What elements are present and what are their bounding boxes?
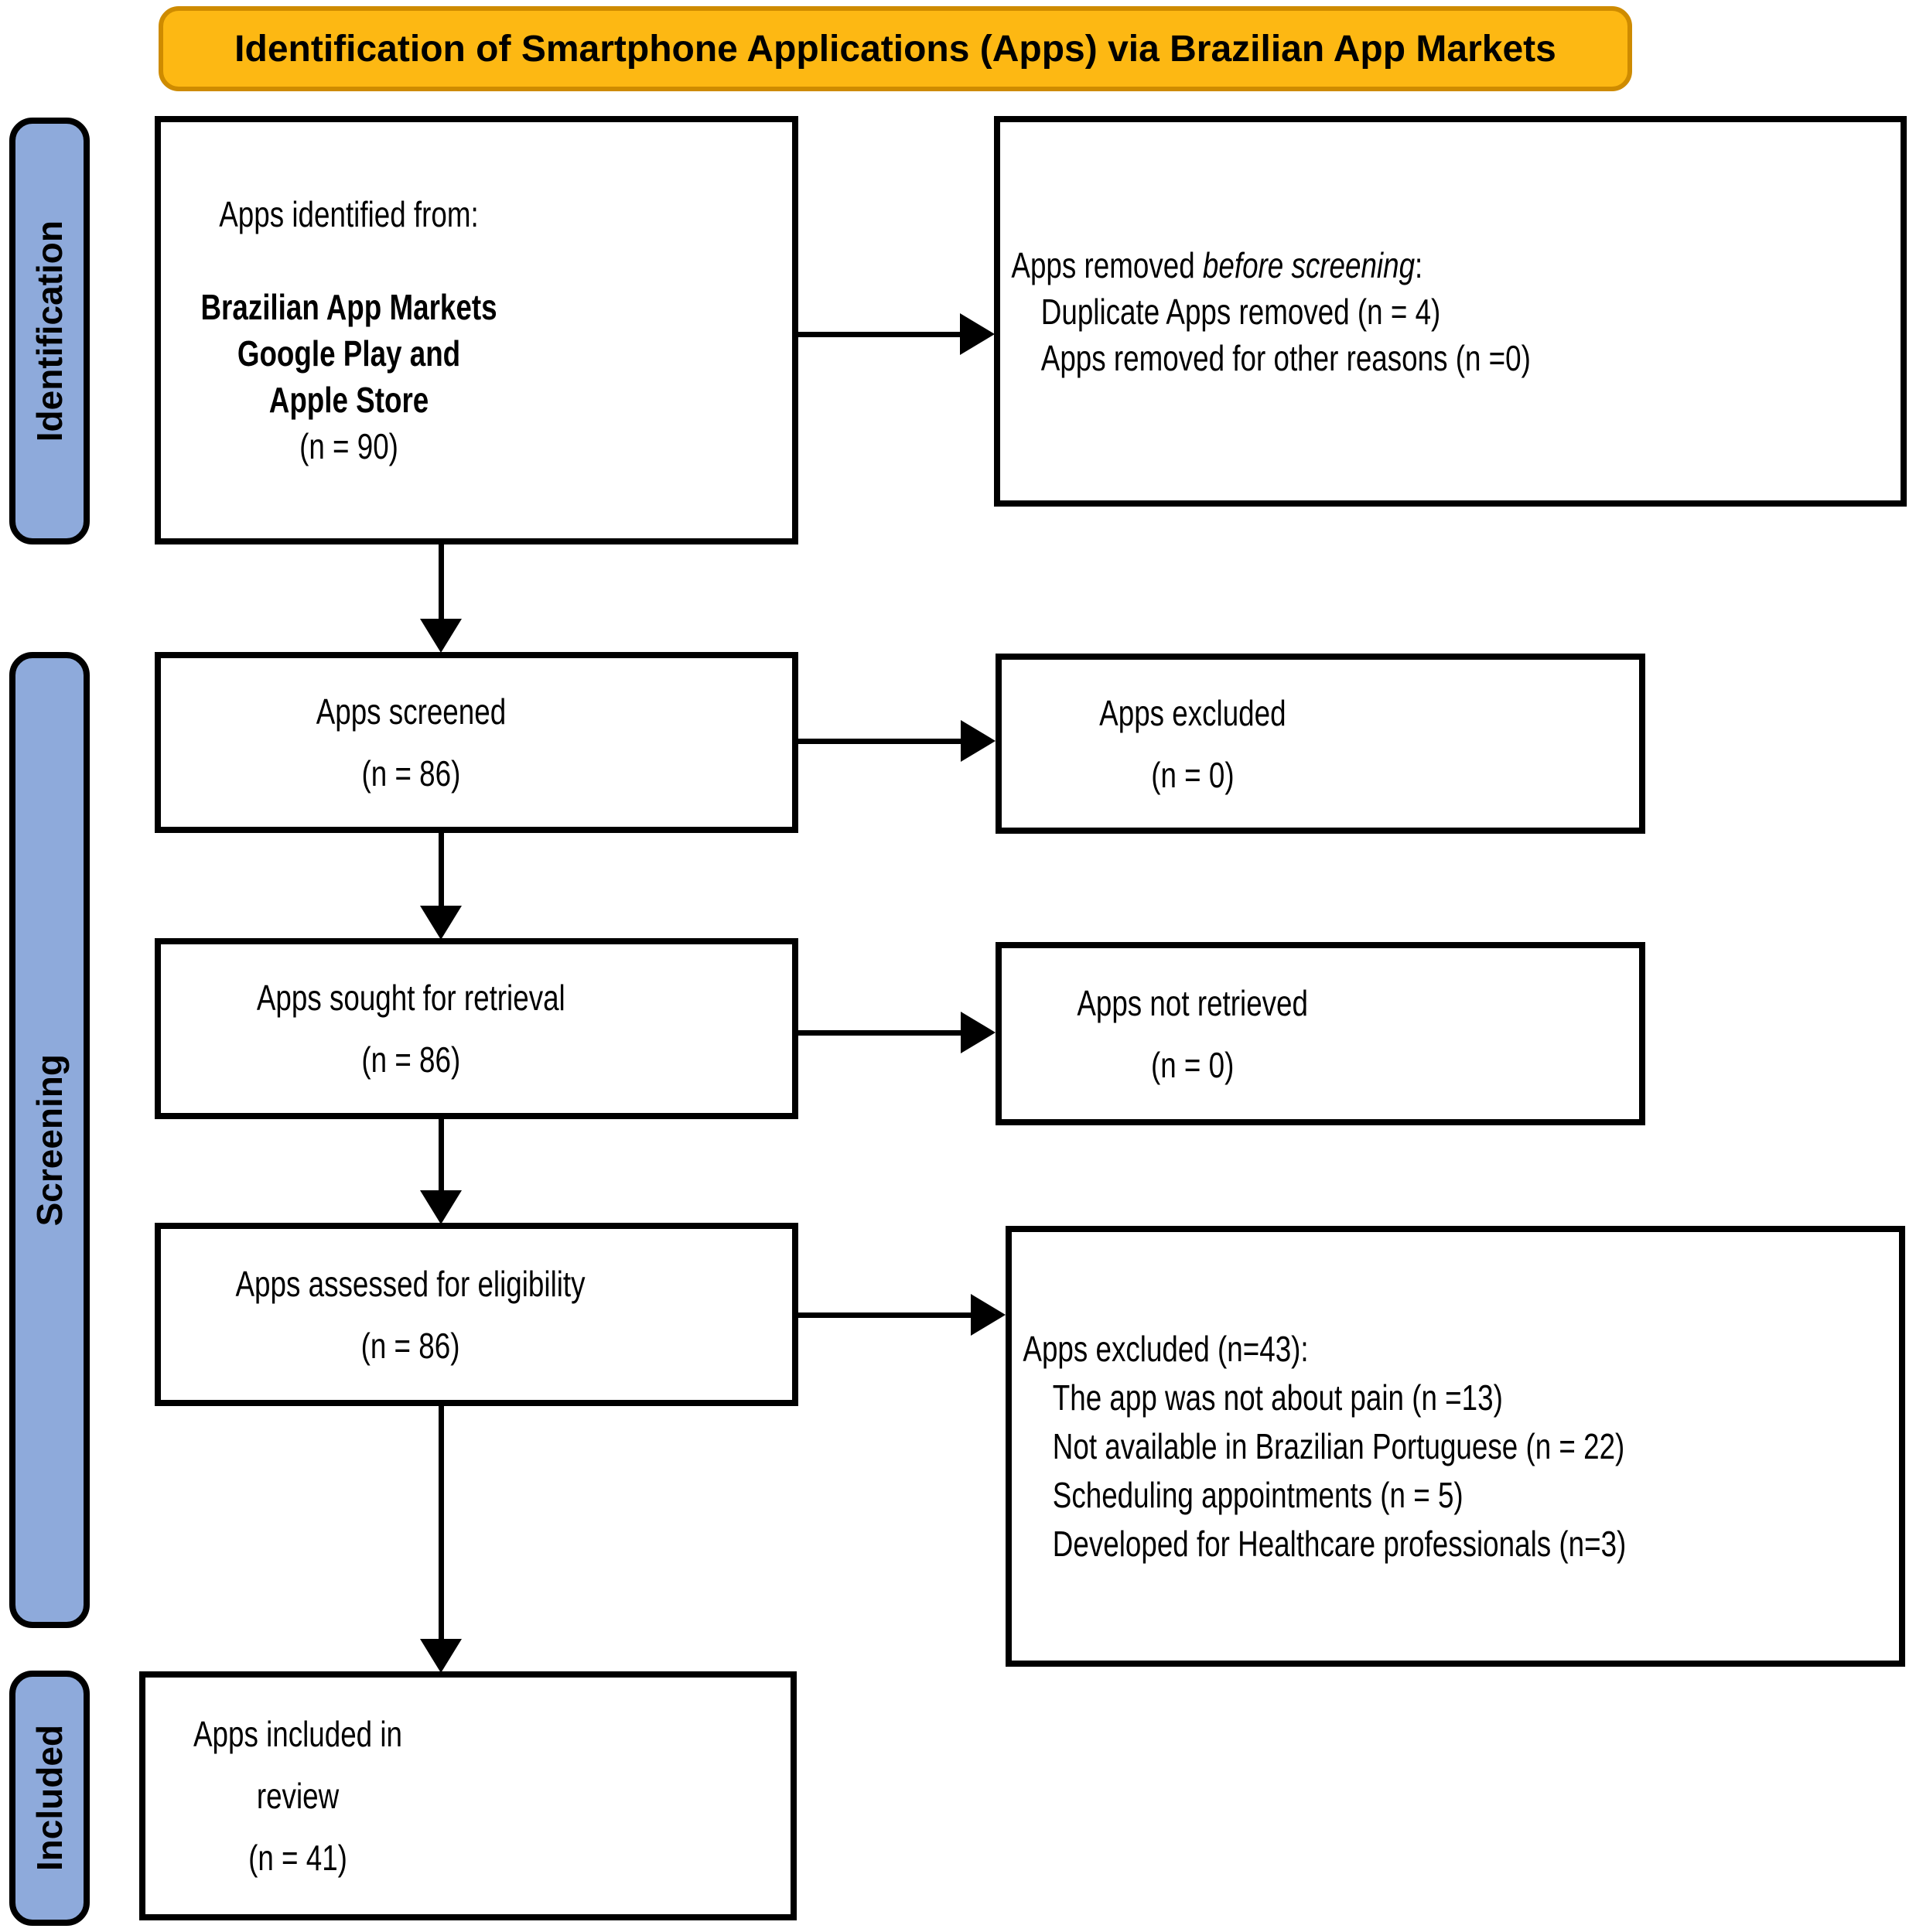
apps-identified-intro: Apps identified from: — [219, 194, 479, 234]
phase-banner-label: Identification of Smartphone Application… — [234, 28, 1556, 70]
apps-excluded-count: (n = 0) — [1151, 754, 1235, 795]
apps-removed-heading: Apps removed before screening: — [1011, 242, 1530, 288]
box-apps-screened: Apps screened (n = 86) — [155, 652, 798, 833]
arrowhead-right-icon — [961, 1012, 996, 1053]
phase-banner: Identification of Smartphone Application… — [159, 6, 1632, 91]
apps-identified-source-1: Brazilian App Markets — [200, 287, 497, 327]
apps-not-retrieved-count: (n = 0) — [1151, 1044, 1235, 1085]
apps-excluded-eligibility-header: Apps excluded (n=43): — [1023, 1328, 1309, 1369]
arrow-identified-to-screened — [439, 544, 444, 622]
arrow-sought-to-assessed — [439, 1119, 444, 1192]
stage-label-identification: Identification — [9, 118, 90, 544]
arrow-identified-to-removed — [798, 332, 962, 337]
spacer — [199, 237, 500, 284]
apps-removed-italic: before screening — [1202, 244, 1416, 285]
stage-label-screening: Screening — [9, 652, 90, 1628]
apps-excluded-eligibility-item: Scheduling appointments (n = 5) — [1052, 1474, 1463, 1515]
arrowhead-down-icon — [420, 906, 462, 940]
apps-not-retrieved-label: Apps not retrieved — [1077, 982, 1309, 1023]
box-apps-not-retrieved: Apps not retrieved (n = 0) — [996, 942, 1645, 1125]
apps-removed-suffix: : — [1415, 244, 1423, 285]
arrowhead-down-icon — [420, 1639, 462, 1673]
apps-screened-count: (n = 86) — [361, 753, 460, 794]
arrowhead-right-icon — [961, 720, 996, 762]
apps-sought-label: Apps sought for retrieval — [256, 978, 565, 1018]
box-apps-excluded: Apps excluded (n = 0) — [996, 654, 1645, 834]
stage-label-identification-text: Identification — [29, 220, 70, 442]
apps-screened-label: Apps screened — [316, 691, 506, 732]
apps-sought-count: (n = 86) — [361, 1039, 460, 1080]
arrowhead-right-icon — [971, 1294, 1006, 1336]
box-apps-assessed-eligibility: Apps assessed for eligibility (n = 86) — [155, 1223, 798, 1406]
arrow-screened-to-excluded — [798, 739, 963, 744]
box-apps-excluded-eligibility: Apps excluded (n=43): The app was not ab… — [1006, 1226, 1905, 1667]
apps-removed-item: Duplicate Apps removed (n = 4) — [1040, 291, 1441, 332]
box-apps-included-review: Apps included in review (n = 41) — [139, 1671, 797, 1920]
apps-removed-item: Apps removed for other reasons (n =0) — [1040, 337, 1531, 378]
apps-identified-count: (n = 90) — [299, 426, 398, 466]
arrow-assessed-to-excluded-eligibility — [798, 1312, 973, 1318]
box-apps-removed-before-screening: Apps removed before screening: Duplicate… — [994, 116, 1907, 507]
arrow-assessed-to-included — [439, 1406, 444, 1640]
arrowhead-right-icon — [960, 313, 995, 355]
apps-excluded-eligibility-item: Not available in Brazilian Portuguese (n… — [1052, 1425, 1625, 1466]
apps-identified-source-2: Google Play and Apple Store — [237, 333, 461, 420]
stage-label-screening-text: Screening — [29, 1053, 70, 1227]
stage-label-included-text: Included — [29, 1725, 70, 1872]
arrow-screened-to-sought — [439, 833, 444, 907]
apps-assessed-count: (n = 86) — [361, 1325, 460, 1366]
arrowhead-down-icon — [420, 1190, 462, 1224]
box-apps-identified: Apps identified from: Brazilian App Mark… — [155, 116, 798, 544]
apps-removed-prefix: Apps removed — [1011, 244, 1203, 285]
stage-label-included: Included — [9, 1671, 90, 1926]
apps-excluded-eligibility-item: The app was not about pain (n =13) — [1052, 1377, 1503, 1418]
apps-excluded-label: Apps excluded — [1099, 692, 1286, 733]
apps-assessed-label: Apps assessed for eligibility — [235, 1263, 586, 1304]
apps-included-count: (n = 41) — [248, 1838, 347, 1878]
arrow-sought-to-not-retrieved — [798, 1030, 963, 1036]
arrowhead-down-icon — [420, 619, 462, 653]
box-apps-sought-retrieval: Apps sought for retrieval (n = 86) — [155, 938, 798, 1119]
apps-included-label: Apps included in review — [193, 1714, 403, 1816]
apps-excluded-eligibility-item: Developed for Healthcare professionals (… — [1052, 1523, 1627, 1564]
